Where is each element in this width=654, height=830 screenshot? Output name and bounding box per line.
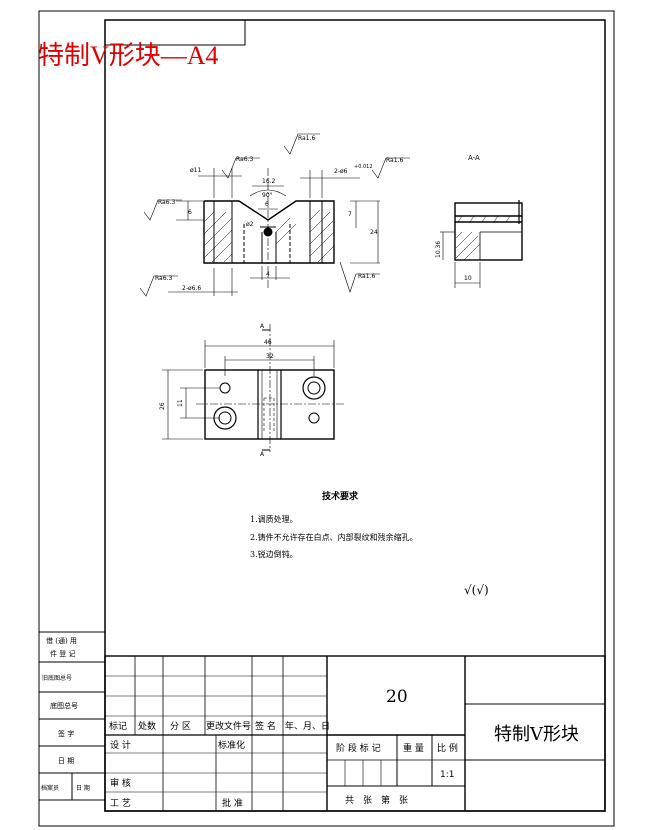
dim-l32: 32	[266, 353, 274, 360]
top-view	[162, 324, 344, 452]
dim-h24: 24	[370, 229, 378, 236]
tb-review: 审 核	[110, 777, 131, 789]
side-row-4: 签 字	[58, 729, 74, 738]
dim-w4: 4	[266, 271, 270, 278]
dim-holes-m: 2-ø6	[334, 168, 348, 175]
dim-d11: ø11	[190, 167, 201, 174]
section-mark-bottom: A	[260, 451, 265, 458]
dim-d2: ø2	[246, 221, 254, 228]
tb-drawing-name: 特制V形块	[494, 724, 579, 745]
tb-header-doc: 更改文件号	[206, 720, 251, 732]
dim-ra16-a: Ra1.6	[298, 135, 315, 142]
tb-header-sign: 签 名	[255, 720, 276, 732]
dim-h11: 11	[177, 399, 184, 407]
side-row-3: 底图总号	[50, 701, 78, 710]
dim-s1036: 10.36	[435, 241, 442, 258]
dim-ra63-b: Ra6.3	[158, 199, 175, 206]
side-row-1b: 件 登 记	[50, 649, 75, 658]
dim-ra63-c: Ra6.3	[155, 275, 172, 282]
side-view	[440, 200, 523, 288]
dim-ang90: 90°	[262, 192, 273, 199]
dim-holes-tol: +0.012	[354, 164, 373, 170]
outer-border	[38, 10, 615, 827]
title-block	[104, 655, 606, 812]
tb-header-count: 处数	[138, 720, 156, 732]
side-row-7: 日 期	[76, 784, 90, 792]
tb-header-mark: 标记	[109, 720, 127, 732]
dim-d6: 6	[188, 209, 192, 216]
dim-ra63-a: Ra6.3	[236, 156, 253, 163]
tb-center-value: 20	[386, 687, 408, 707]
tb-header-zone: 分 区	[170, 721, 191, 732]
tb-weight: 重 量	[403, 742, 424, 754]
tb-stage: 阶 段 标 记	[336, 742, 381, 754]
section-mark-top: A	[260, 323, 265, 330]
section-label: A-A	[468, 154, 480, 162]
tb-scale: 1:1	[440, 770, 454, 780]
tech-heading: 技术要求	[322, 490, 359, 502]
tb-header-date: 年、月、日	[285, 720, 330, 732]
side-row-6: 档案员	[41, 784, 59, 792]
roughness-note: √(√)	[464, 583, 489, 597]
code-box	[105, 19, 246, 46]
dim-ra16-c: Ra1.6	[358, 273, 375, 280]
overlay-title: 特制V形块—A4	[38, 41, 219, 70]
inner-border	[104, 19, 606, 812]
dim-w162: 16.2	[262, 178, 276, 185]
tb-standard: 标准化	[218, 739, 245, 751]
tb-process: 工 艺	[110, 798, 131, 809]
dim-h7: 7	[348, 211, 352, 218]
dim-v6: 6	[265, 201, 269, 208]
side-row-1a: 借 (通) 用	[46, 636, 77, 645]
dim-holes-b: 2-ø6.6	[182, 285, 201, 292]
side-row-2: 旧底图总号	[42, 674, 72, 682]
side-row-5: 日 期	[58, 757, 74, 765]
tb-approve: 批 准	[222, 797, 243, 809]
tech-item-2: 2.铸件不允许存在白点、内部裂纹和残余缩孔。	[250, 532, 418, 542]
tb-sheets: 共 张 第 张	[345, 794, 408, 806]
tb-design: 设 计	[110, 739, 131, 751]
tech-item-3: 3.锐边倒钝。	[250, 549, 298, 559]
dim-ra16-b: Ra1.6	[386, 157, 403, 164]
front-view	[139, 133, 410, 297]
tech-item-1: 1.调质处理。	[250, 514, 298, 524]
dim-s10: 10	[464, 275, 472, 282]
tb-scale-label: 比 例	[437, 742, 458, 754]
dim-h26: 26	[159, 402, 166, 410]
dim-l46: 46	[264, 339, 272, 346]
